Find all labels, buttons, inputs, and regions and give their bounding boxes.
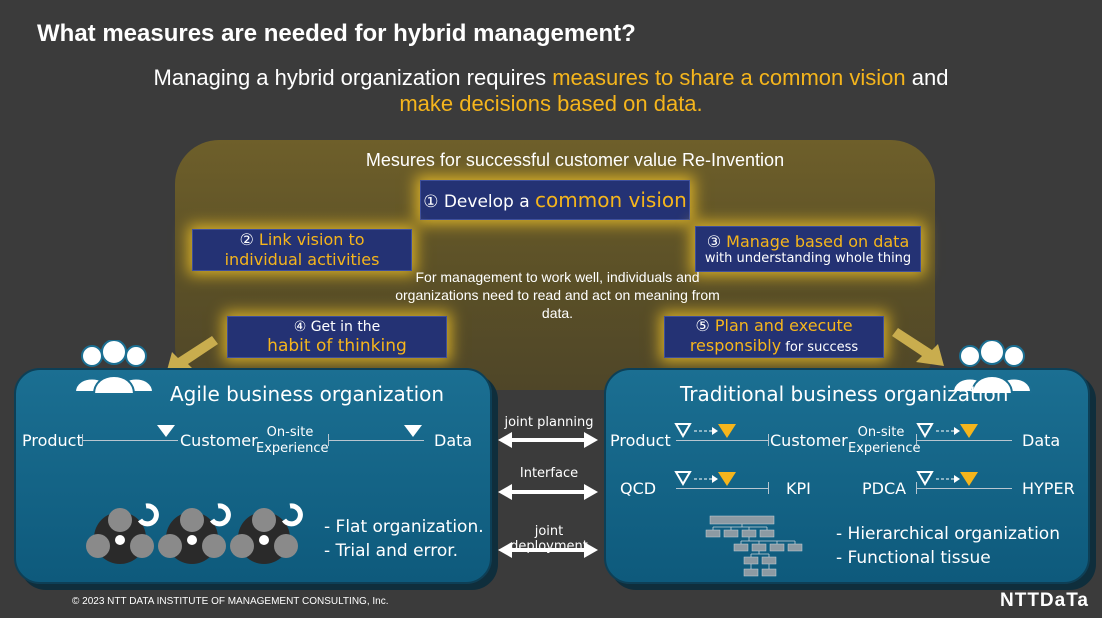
- measure-3-num: ③: [706, 231, 727, 251]
- measure-4-line1: ④ Get in the: [293, 319, 381, 335]
- measure-5-highlight1: Plan and execute: [714, 316, 853, 335]
- trad-marker-pair-icon: [674, 471, 736, 486]
- trad-qcd-label: QCD: [620, 479, 657, 498]
- agile-axis-line-2: [328, 440, 424, 441]
- joint-planning-label: joint planning: [504, 415, 594, 430]
- agile-axis-line-1: [82, 440, 178, 441]
- center-text: For management to work well, individuals…: [395, 269, 720, 321]
- subtitle: Managing a hybrid organization requires …: [0, 65, 1102, 117]
- agile-teams-icon: [86, 503, 303, 564]
- subtitle-highlight1: measures to share a common vision: [552, 65, 906, 90]
- measure-4-box: ④ Get in the habit of thinking: [227, 316, 447, 358]
- agile-axis-tick: [82, 434, 83, 446]
- people-group-icon: [73, 340, 155, 395]
- panel-title: Mesures for successful customer value Re…: [365, 150, 785, 170]
- trad-onsite-label: On-site Experience: [848, 425, 921, 456]
- trad-axis-line: [676, 488, 768, 489]
- trad-axis-tick: [768, 482, 769, 494]
- trad-axis-tick: [768, 434, 769, 446]
- subtitle-highlight2: make decisions based on data.: [399, 91, 703, 116]
- agile-bullets: - Flat organization. - Trial and error.: [324, 515, 484, 563]
- agile-marker-1-icon: [157, 425, 175, 437]
- measure-3-box: ③ Manage based on data with understandin…: [695, 226, 921, 272]
- trad-data-label: Data: [1022, 431, 1061, 450]
- measure-3-rest: with understanding whole thing: [704, 250, 912, 266]
- trad-marker-pair-icon: [916, 423, 978, 438]
- trad-pdca-label: PDCA: [862, 479, 907, 498]
- arrow-to-traditional-icon: [892, 328, 944, 366]
- trad-hyper-label: HYPER: [1022, 479, 1075, 498]
- trad-axis-line: [676, 440, 768, 441]
- traditional-org-panel: [604, 368, 1090, 584]
- subtitle-part2: and: [905, 65, 949, 90]
- agile-bullet-2: - Trial and error.: [324, 541, 459, 561]
- trad-marker-pair-icon: [674, 423, 736, 438]
- joint-planning-arrow-icon: [498, 432, 598, 448]
- trad-customer-label: Customer: [770, 431, 848, 450]
- measure-3-highlight: Manage based on data: [726, 231, 910, 251]
- trad-axis-line: [916, 488, 1012, 489]
- traditional-org-title: Traditional business organization: [680, 382, 1009, 406]
- copyright-footer: © 2023 NTT DATA INSTITUTE OF MANAGEMENT …: [72, 596, 389, 607]
- agile-product-label: Product: [22, 431, 83, 450]
- interface-label: Interface: [519, 466, 579, 481]
- subtitle-part1: Managing a hybrid organization requires: [153, 65, 553, 90]
- measure-2-line1: Link vision to: [258, 230, 365, 249]
- trad-axis-line: [916, 440, 1012, 441]
- page-title: What measures are needed for hybrid mana…: [37, 20, 636, 47]
- measure-4-highlight: habit of thinking: [267, 336, 407, 356]
- agile-customer-label: Customer: [180, 431, 258, 450]
- traditional-bullets: - Hierarchical organization - Functional…: [836, 522, 1060, 570]
- measure-1-highlight: common vision: [535, 188, 687, 212]
- trad-bullet-1: - Hierarchical organization: [836, 524, 1060, 544]
- measure-5-rest: for success: [781, 340, 859, 355]
- measure-5-num: ⑤: [695, 316, 715, 335]
- trad-product-label: Product: [610, 431, 671, 450]
- measure-5-highlight2: responsibly: [689, 336, 782, 355]
- arrow-to-agile-icon: [166, 336, 218, 374]
- measure-2-line2: individual activities: [224, 250, 380, 269]
- people-group-icon: [951, 340, 1033, 395]
- measure-2-box: ② Link vision to individual activities: [192, 229, 412, 271]
- org-chart-icon: [705, 515, 803, 577]
- joint-deployment-arrow-icon: [498, 542, 598, 558]
- interface-arrow-icon: [498, 484, 598, 500]
- measure-5-box: ⑤ Plan and execute responsibly for succe…: [664, 316, 884, 358]
- measure-2-num: ②: [239, 230, 259, 249]
- agile-marker-2-icon: [404, 425, 422, 437]
- trad-marker-pair-icon: [916, 471, 978, 486]
- trad-bullet-2: - Functional tissue: [836, 548, 991, 568]
- trad-kpi-label: KPI: [786, 479, 811, 498]
- measure-1-prefix: ① Develop a: [423, 192, 536, 212]
- agile-bullet-1: - Flat organization.: [324, 517, 484, 537]
- agile-data-label: Data: [434, 431, 473, 450]
- measure-1-box: ① Develop a common vision: [420, 180, 690, 220]
- agile-org-title: Agile business organization: [170, 382, 445, 406]
- ntt-data-logo: NTTDaTa: [1000, 590, 1089, 611]
- agile-onsite-label: On-site Experience: [256, 425, 329, 456]
